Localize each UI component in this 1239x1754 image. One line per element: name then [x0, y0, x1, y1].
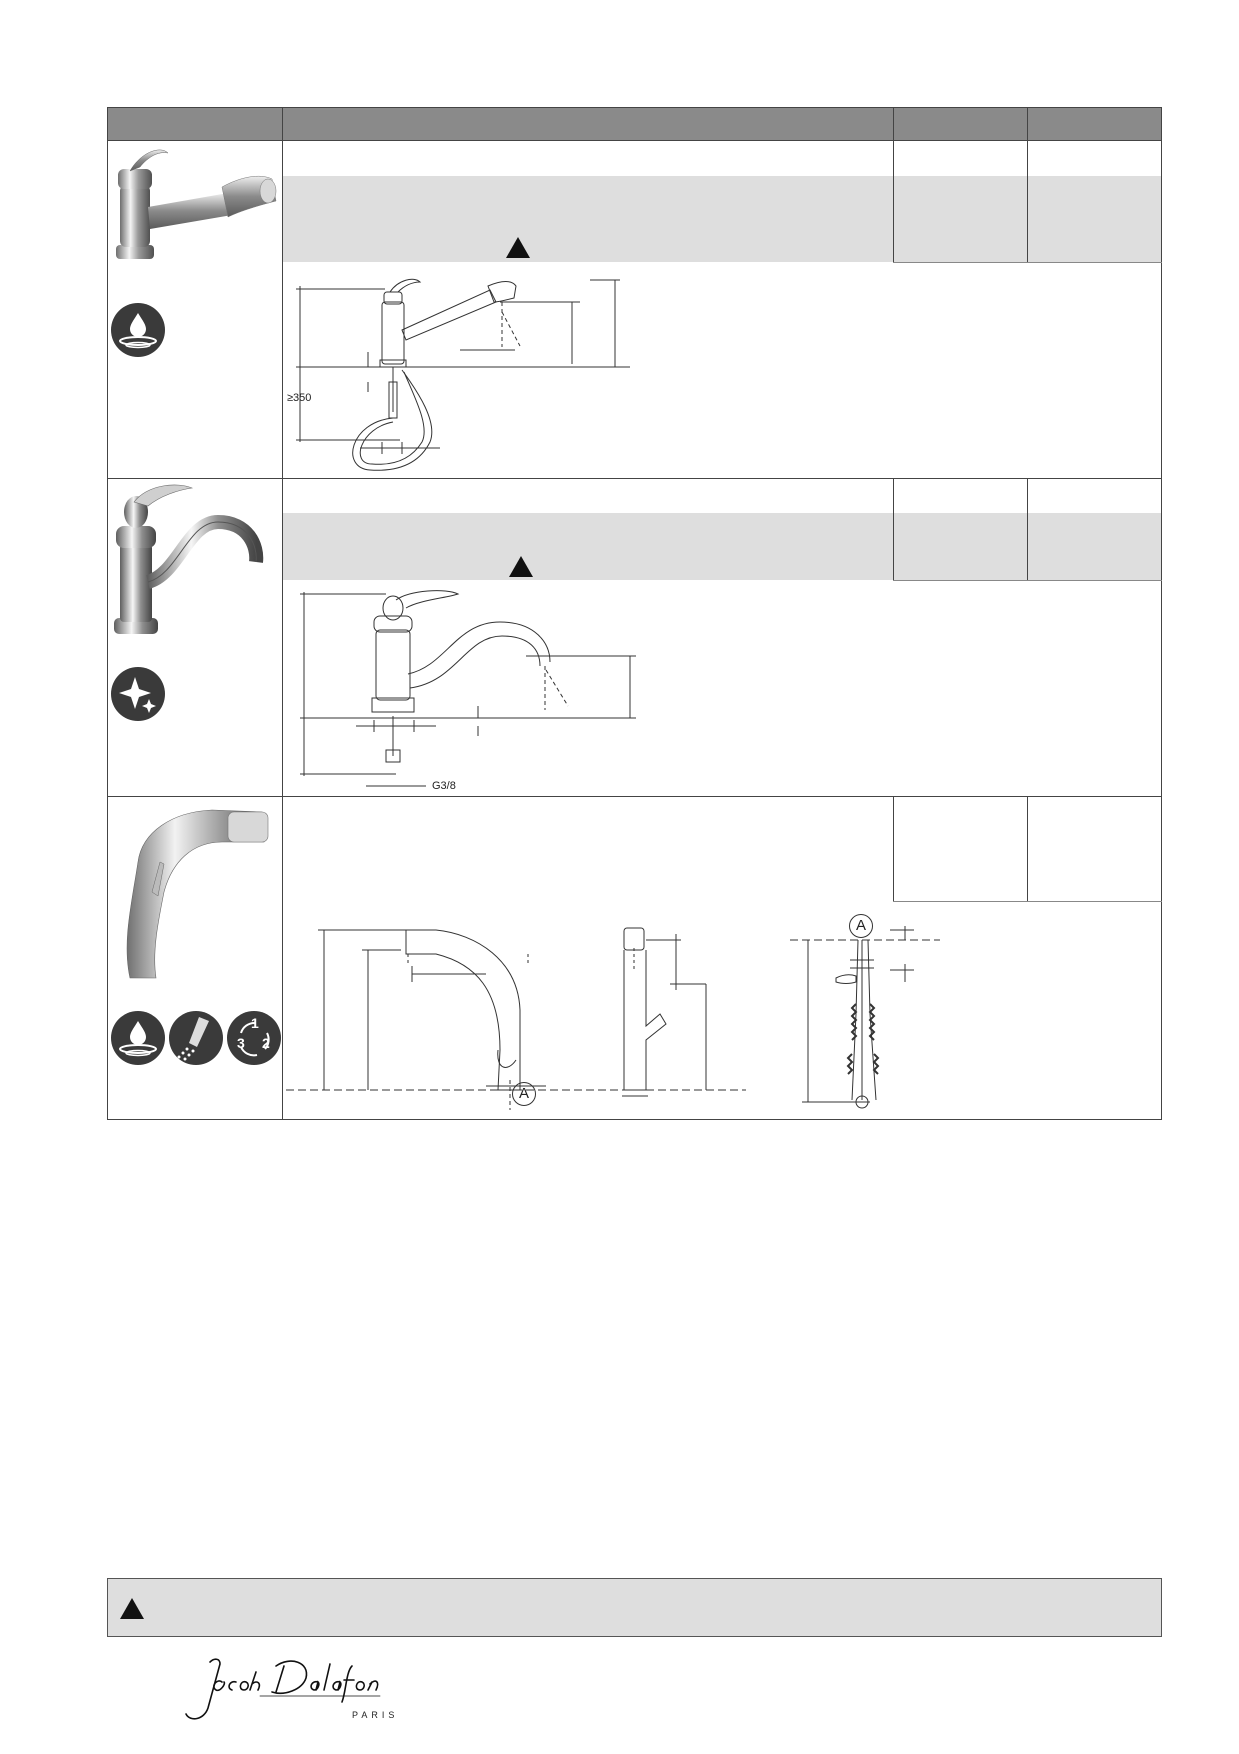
easy-clean-icon [111, 667, 165, 721]
min-hose-length-label: ≥350 [287, 392, 312, 404]
highlight-band [1028, 176, 1161, 262]
spray-icon [169, 1011, 223, 1065]
thread-size-label: G3/8 [432, 780, 456, 792]
warning-triangle-icon [509, 556, 533, 577]
position-digit: 1 [251, 1015, 259, 1031]
reference-marker-a: A [512, 1082, 536, 1106]
position-digit: 2 [262, 1035, 270, 1051]
column-divider [1027, 107, 1028, 262]
column-divider [282, 107, 283, 1120]
product-photo-swan-neck-faucet [114, 484, 264, 634]
spec-table [107, 107, 1162, 1120]
product-photo-modern-pullout-faucet [126, 809, 269, 979]
water-saving-icon [111, 1011, 165, 1065]
table-header [108, 108, 1161, 140]
column-divider [893, 479, 894, 581]
footer-note-box [107, 1578, 1162, 1637]
water-saving-icon [111, 303, 165, 357]
position-digit: 3 [237, 1035, 245, 1051]
row-divider [107, 796, 1162, 797]
highlight-band [1028, 513, 1161, 580]
reference-marker-a: A [849, 914, 873, 938]
technical-drawing-hoses [790, 926, 940, 1109]
row-divider [107, 478, 1162, 479]
warning-triangle-icon [506, 237, 530, 258]
column-divider [893, 107, 894, 262]
column-divider [893, 797, 894, 901]
product-photo-pullout-faucet [116, 149, 277, 259]
technical-drawing-pullout [296, 278, 630, 471]
column-divider [1027, 797, 1028, 901]
column-divider [1027, 479, 1028, 581]
highlight-band [283, 176, 893, 262]
brand-logo [185, 1658, 381, 1720]
warning-triangle-icon [120, 1598, 144, 1619]
technical-drawing-swan-neck [300, 590, 636, 787]
highlight-band [894, 176, 1027, 262]
three-position-icon: 1 2 3 [227, 1011, 281, 1065]
highlight-band [283, 513, 893, 580]
brand-logo-subtext: PARIS [352, 1710, 399, 1720]
highlight-band [894, 513, 1027, 580]
